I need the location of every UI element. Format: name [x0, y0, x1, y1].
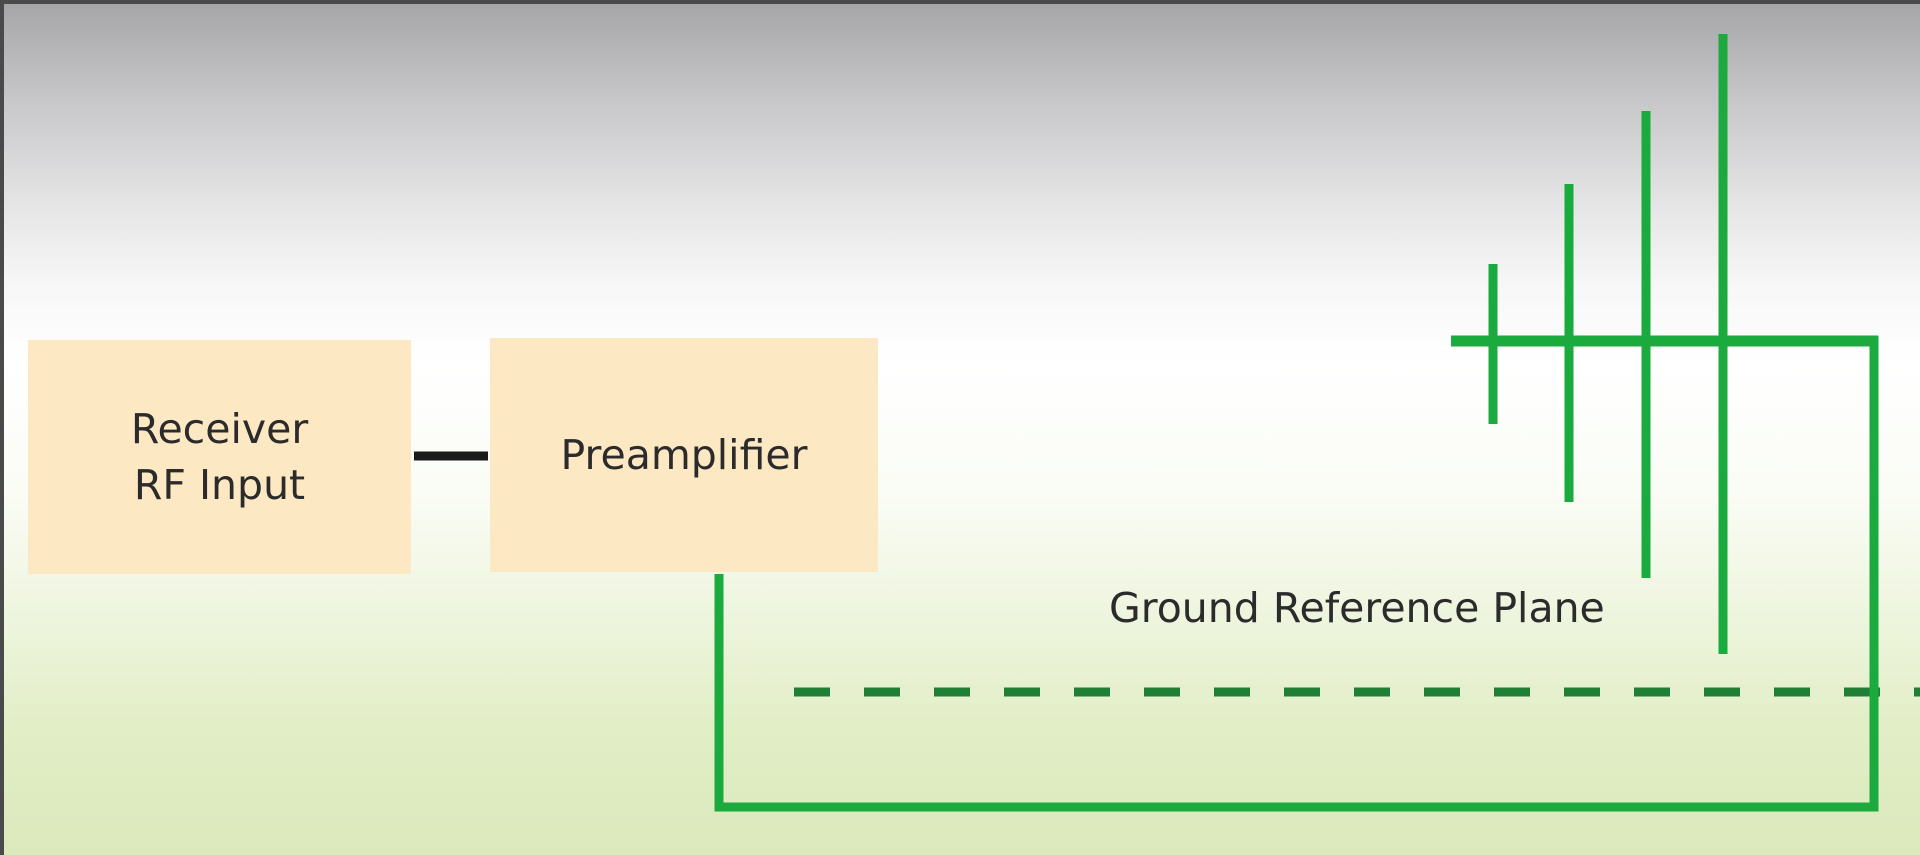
receiver-label-line2: RF Input — [133, 461, 306, 509]
feed-line — [714, 335, 1879, 812]
preamplifier-label: Preamplifier — [560, 431, 808, 479]
receiver-rf-input-block: Receiver RF Input — [28, 340, 411, 574]
preamplifier-block: Preamplifier — [490, 338, 878, 572]
receiver-label-line1: Receiver — [130, 405, 309, 453]
receiver-label: Receiver RF Input — [131, 401, 308, 513]
wiring-layer — [414, 34, 1920, 812]
ground-reference-plane-label: Ground Reference Plane — [1109, 584, 1605, 632]
